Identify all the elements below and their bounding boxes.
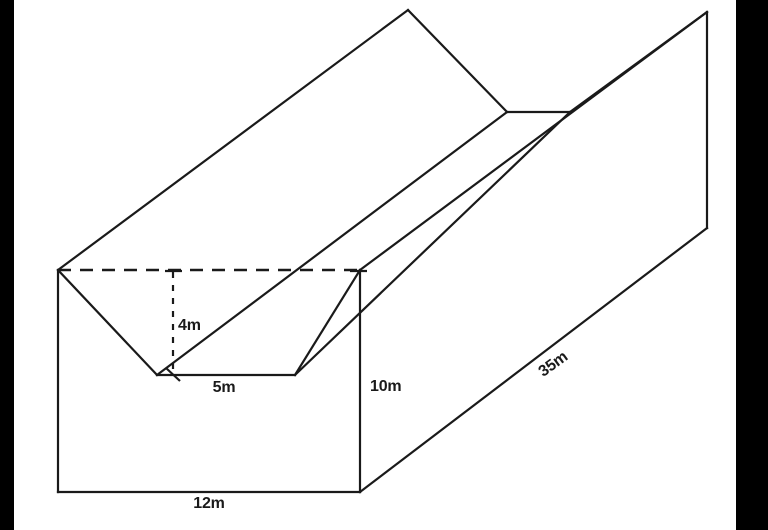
- back-right-slant-edge: [568, 10, 709, 114]
- bottom-right-long-edge: [358, 226, 709, 494]
- front-notch-right-slant-edge: [293, 268, 362, 377]
- notch-bottom-left-long-edge: [155, 110, 509, 377]
- back-left-slant-edge: [406, 8, 509, 114]
- right-border-bar: [736, 0, 768, 530]
- front-face-fill: [58, 270, 360, 492]
- base-dimension-label: 5m: [213, 379, 236, 396]
- width-dimension-label: 12m: [193, 495, 224, 512]
- height-dimension-label: 10m: [370, 378, 401, 395]
- depth-dimension-label: 4m: [178, 317, 201, 334]
- left-border-bar: [0, 0, 14, 530]
- front-notch-left-slant-edge: [56, 268, 159, 377]
- depth-dimension-bottom-tick: [165, 367, 181, 382]
- notch-bottom-right-long-edge: [293, 110, 572, 377]
- top-left-long-edge: [56, 8, 410, 272]
